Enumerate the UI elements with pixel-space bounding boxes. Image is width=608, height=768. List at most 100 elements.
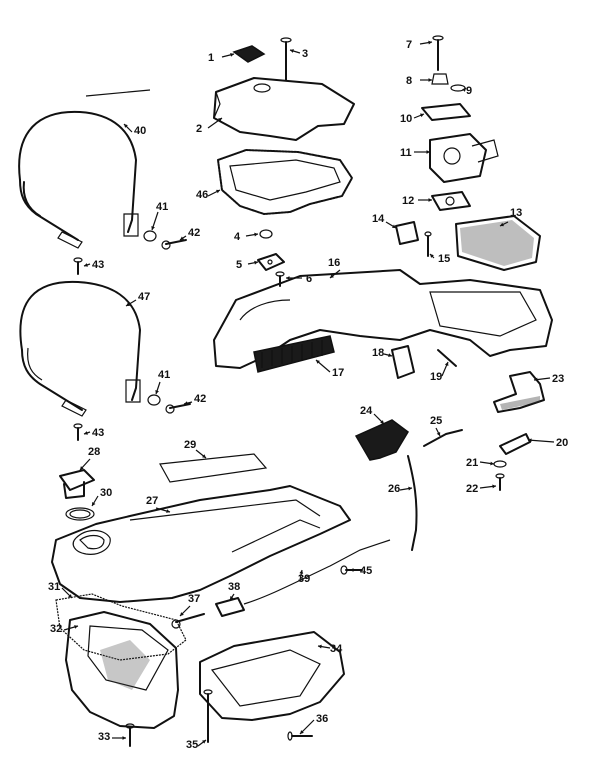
part-27-fuel-tank	[51, 485, 351, 603]
callout-36: 36	[299, 713, 328, 735]
callout-11: 11	[400, 147, 430, 159]
callout-29: 29	[184, 439, 207, 459]
callout-number-1: 1	[208, 52, 214, 64]
callout-number-7: 7	[406, 39, 412, 51]
callout-arrowhead-28	[80, 466, 84, 470]
callout-45: 45	[350, 565, 372, 577]
callout-number-37: 37	[188, 593, 200, 605]
callout-number-20: 20	[556, 437, 568, 449]
callout-number-43: 43	[92, 427, 104, 439]
part-40-handlebar	[18, 110, 139, 249]
callout-arrowhead-40	[124, 124, 128, 128]
part-1-2-3-top-cover	[213, 37, 355, 141]
callout-arrowhead-7	[428, 40, 432, 45]
callout-arrowhead-6	[286, 276, 290, 280]
callout-arrowhead-1	[230, 52, 234, 57]
callout-number-26: 26	[388, 483, 400, 495]
callout-arrowhead-16	[330, 274, 334, 278]
part-24-25-26-throttle	[354, 419, 463, 551]
callout-number-16: 16	[328, 257, 340, 269]
part-37-38-39-45	[171, 539, 391, 629]
callout-leader-20	[527, 439, 555, 443]
callout-arrowhead-46	[216, 189, 220, 194]
callout-42: 42	[183, 393, 206, 406]
callout-12: 12	[402, 195, 432, 207]
callout-arrowhead-10	[420, 113, 424, 118]
callout-42: 42	[179, 227, 200, 241]
callout-25: 25	[430, 415, 442, 437]
part-20-23-right	[493, 371, 545, 491]
callout-arrowhead-45	[350, 568, 354, 572]
callout-arrowhead-20	[528, 438, 532, 443]
callout-number-35: 35	[186, 739, 198, 751]
callout-number-24: 24	[360, 405, 373, 417]
part-4-5-6-small	[257, 229, 285, 287]
callout-arrowhead-38	[230, 596, 234, 600]
callout-35: 35	[186, 739, 207, 751]
callout-26: 26	[388, 483, 413, 495]
callout-arrowhead-31	[68, 594, 72, 598]
callout-arrowhead-29	[202, 454, 206, 458]
callout-number-47: 47	[138, 291, 150, 303]
callout-arrowhead-43	[84, 431, 88, 435]
part-31-32-33-crankcase	[55, 593, 187, 747]
callout-arrowhead-47	[126, 302, 130, 306]
callout-arrowhead-5	[254, 260, 258, 265]
callout-14: 14	[372, 213, 397, 229]
callout-7: 7	[406, 39, 433, 51]
callout-17: 17	[315, 359, 344, 379]
callout-arrowhead-15	[430, 254, 434, 258]
callout-number-18: 18	[372, 347, 384, 359]
callout-number-29: 29	[184, 439, 196, 451]
callout-31: 31	[48, 581, 73, 599]
part-43-screws	[73, 257, 83, 441]
callout-19: 19	[430, 361, 449, 383]
callout-number-32: 32	[50, 623, 62, 635]
callout-9: 9	[462, 85, 472, 97]
callout-arrowhead-17	[316, 360, 320, 364]
callout-arrowhead-43	[84, 263, 88, 267]
callout-number-41: 41	[158, 369, 170, 381]
callout-arrowhead-2	[218, 118, 222, 122]
callout-4: 4	[234, 231, 259, 243]
callout-number-34: 34	[330, 643, 343, 655]
callout-22: 22	[466, 483, 497, 495]
callout-37: 37	[179, 593, 200, 617]
callout-arrowhead-3	[290, 49, 294, 53]
callout-number-30: 30	[100, 487, 112, 499]
callout-number-27: 27	[146, 495, 158, 507]
callout-arrowhead-34	[318, 644, 322, 649]
callout-number-42: 42	[194, 393, 206, 405]
part-46-gasket	[217, 149, 353, 215]
callout-43: 43	[83, 427, 104, 439]
callout-number-9: 9	[466, 85, 472, 97]
callout-40: 40	[123, 123, 146, 137]
callout-10: 10	[400, 113, 425, 125]
callout-number-21: 21	[466, 457, 478, 469]
callout-arrowhead-42	[184, 401, 188, 406]
callout-number-12: 12	[402, 195, 414, 207]
callout-number-46: 46	[196, 189, 208, 201]
callout-33: 33	[98, 731, 126, 743]
callout-39: 39	[298, 569, 310, 585]
part-34-35-36-bottom-cover	[199, 631, 345, 743]
callout-arrowhead-32	[74, 625, 78, 629]
callout-number-17: 17	[332, 367, 344, 379]
part-47-handlebar	[19, 280, 141, 417]
part-41-42-hardware	[143, 230, 191, 414]
callout-arrowhead-21	[490, 461, 494, 466]
callout-group: 1234567891011121314151617181920212223242…	[48, 39, 568, 751]
callout-number-10: 10	[400, 113, 412, 125]
callout-number-3: 3	[302, 48, 308, 60]
callout-number-28: 28	[88, 446, 100, 458]
callout-number-25: 25	[430, 415, 442, 427]
callout-arrowhead-11	[426, 150, 430, 154]
callout-3: 3	[289, 48, 308, 60]
callout-number-8: 8	[406, 75, 412, 87]
callout-number-5: 5	[236, 259, 242, 271]
part-16-housing	[213, 269, 553, 379]
artifact-line	[85, 89, 151, 97]
callout-number-33: 33	[98, 731, 110, 743]
callout-number-39: 39	[298, 573, 310, 585]
callout-number-36: 36	[316, 713, 328, 725]
